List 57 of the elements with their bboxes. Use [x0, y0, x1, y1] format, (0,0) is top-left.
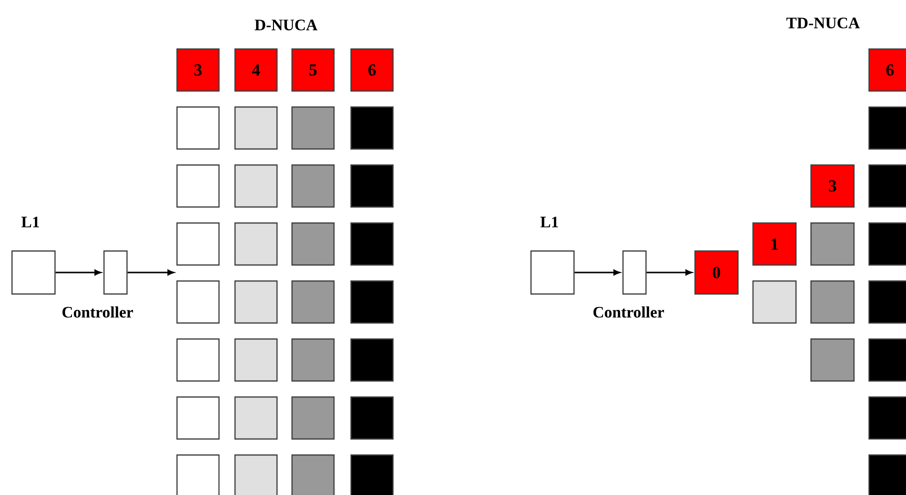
cache-bank — [350, 164, 394, 208]
section-label: TD-NUCA — [786, 18, 860, 28]
cache-bank — [868, 454, 906, 495]
box-label: L1 — [21, 216, 40, 228]
cache-bank — [868, 222, 906, 266]
cache-bank — [176, 396, 220, 440]
arrow — [128, 270, 174, 276]
arrow — [56, 270, 102, 276]
cache-bank — [291, 106, 335, 150]
cache-bank — [176, 222, 220, 266]
cache-bank — [810, 222, 855, 266]
cache-bank — [234, 106, 278, 150]
cache-bank — [291, 396, 335, 440]
cache-bank — [868, 280, 906, 324]
cache-bank — [234, 396, 278, 440]
bank-label-box: 3 — [176, 48, 220, 92]
cache-bank — [350, 280, 394, 324]
cache-bank — [868, 106, 906, 150]
cache-bank — [291, 280, 335, 324]
arrow — [574, 270, 620, 276]
cache-bank — [234, 222, 278, 266]
cache-bank — [291, 454, 335, 495]
cache-bank — [868, 396, 906, 440]
cache-bank — [350, 454, 394, 495]
cache-bank — [234, 454, 278, 495]
cache-bank — [234, 280, 278, 324]
cache-bank — [810, 280, 855, 324]
cache-bank — [291, 338, 335, 382]
bank-label-box: 6 — [868, 48, 906, 92]
bank-label-box: 0 — [694, 250, 739, 295]
section-label: D-NUCA — [254, 20, 318, 30]
cache-bank — [176, 106, 220, 150]
bank-label-box: 1 — [752, 222, 797, 266]
cache-bank — [291, 222, 335, 266]
cache-bank — [810, 338, 855, 382]
cache-bank — [868, 338, 906, 382]
cache-bank — [350, 396, 394, 440]
bank-label-box: 4 — [234, 48, 278, 92]
cache-bank — [868, 164, 906, 208]
box-label: Controller — [593, 306, 664, 318]
cache-bank — [350, 338, 394, 382]
box-label: L1 — [540, 216, 558, 228]
cache-bank — [234, 164, 278, 208]
cache-bank — [752, 280, 797, 324]
bank-label-box: 6 — [350, 48, 394, 92]
cache-bank — [350, 106, 394, 150]
cache-bank — [176, 338, 220, 382]
bank-label-box: 5 — [291, 48, 335, 92]
box-label: Controller — [62, 306, 134, 318]
cache-bank — [176, 454, 220, 495]
cache-bank — [176, 280, 220, 324]
arrow — [646, 270, 692, 276]
cache-bank — [291, 164, 335, 208]
cache-bank — [234, 338, 278, 382]
cache-bank — [350, 222, 394, 266]
bank-label-box: 3 — [810, 164, 855, 208]
cache-bank — [176, 164, 220, 208]
